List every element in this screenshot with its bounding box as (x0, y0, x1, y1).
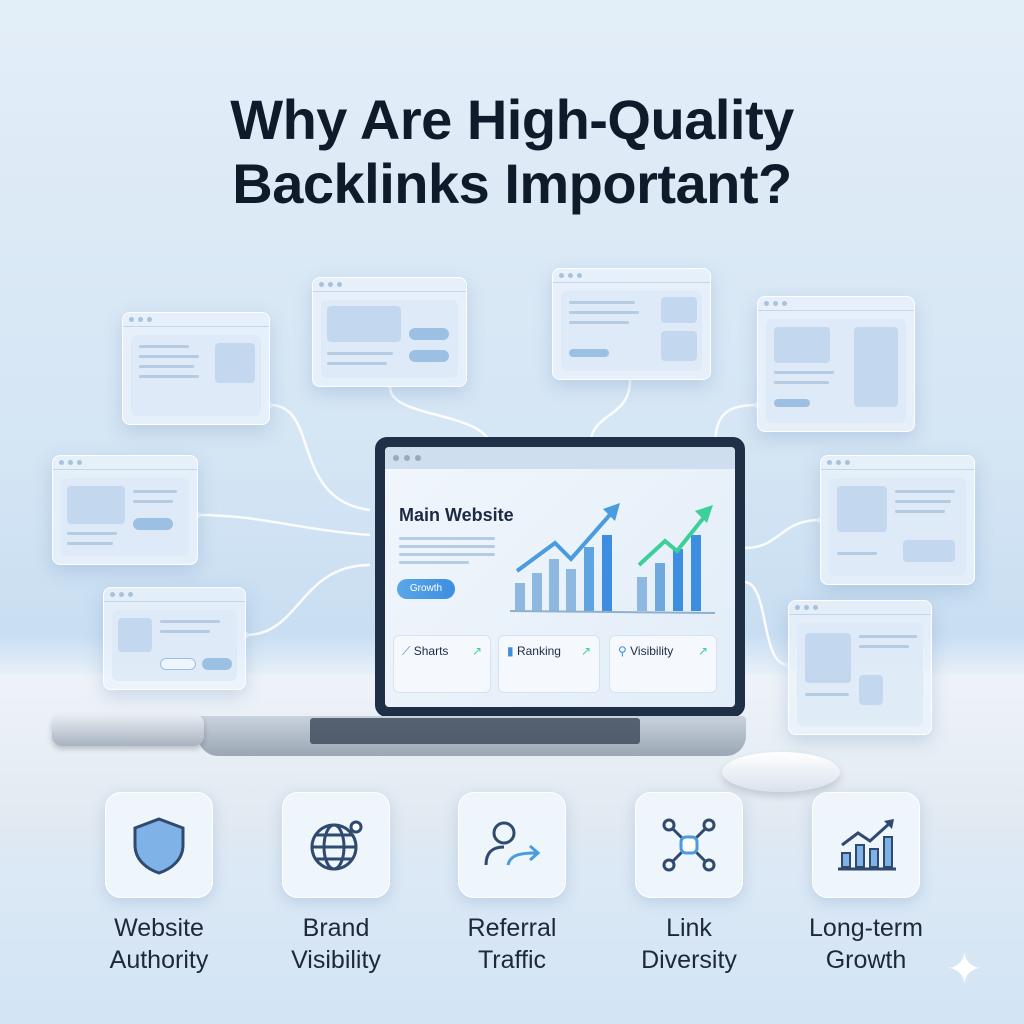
image-icon (67, 486, 125, 524)
arrow-up-right-icon: ↗ (697, 644, 708, 658)
link-icon (903, 540, 955, 562)
growth-chart-icon (838, 819, 896, 871)
user-profile-icon (805, 633, 851, 683)
growth-button[interactable]: Growth (397, 579, 455, 599)
donut-chart-icon (854, 327, 898, 407)
bar-chart-icon (661, 297, 697, 323)
arrow-up-right-icon: ↗ (471, 644, 482, 658)
sparkle-icon: ✦ (946, 945, 983, 994)
globe-icon (118, 618, 152, 652)
linking-site-window (52, 455, 198, 565)
linking-site-window (757, 296, 915, 432)
linking-site-window (788, 600, 932, 735)
linking-site-window (820, 455, 975, 585)
user-arrow-icon (484, 821, 541, 866)
visibility-card[interactable]: ⚲ Visibility↗ (609, 635, 717, 693)
bar-chart-icon (661, 331, 697, 361)
smartphone (52, 714, 204, 746)
feature-card-long-term-growth (812, 792, 920, 898)
link-network-icon (662, 818, 716, 872)
arrow-up-right-icon: ↗ (580, 644, 591, 658)
sharts-card[interactable]: ⟋ Sharts↗ (393, 635, 491, 693)
feature-card-referral-traffic (458, 792, 566, 898)
main-website-screen: Main Website Growth ⟋ Sharts↗ ▮ Ranking↗… (385, 447, 735, 707)
feature-card-brand-visibility (282, 792, 390, 898)
shield-icon (133, 817, 185, 875)
laptop: Main Website Growth ⟋ Sharts↗ ▮ Ranking↗… (375, 437, 745, 717)
mouse (722, 752, 840, 792)
feature-card-website-authority (105, 792, 213, 898)
trend-line-icon: ⟋ (402, 644, 414, 658)
globe-icon (215, 343, 255, 383)
globe-icon (310, 820, 363, 871)
linking-site-window (103, 587, 246, 690)
ranking-card[interactable]: ▮ Ranking↗ (498, 635, 600, 693)
page-title: Why Are High-Quality Backlinks Important… (230, 88, 794, 215)
main-website-heading: Main Website (399, 505, 514, 525)
keyboard (310, 718, 640, 744)
feature-card-link-diversity (635, 792, 743, 898)
growth-chart (509, 503, 716, 614)
globe-icon (837, 486, 887, 532)
image-icon (327, 306, 401, 342)
linking-site-window (312, 277, 467, 387)
linking-site-window (552, 268, 711, 380)
linking-site-window (122, 312, 270, 425)
image-icon (774, 327, 830, 363)
bar-signal-icon: ▮ (507, 644, 517, 658)
search-icon: ⚲ (618, 644, 631, 658)
